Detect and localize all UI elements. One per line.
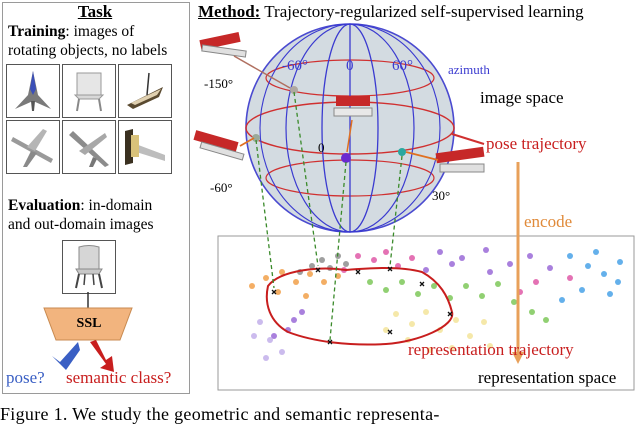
lounge-chair-center bbox=[333, 96, 373, 117]
chair-icon bbox=[75, 245, 103, 289]
chair-icon bbox=[73, 72, 105, 112]
lounge-chair-left bbox=[193, 130, 245, 161]
image-space-label: image space bbox=[480, 88, 564, 107]
method-diagram bbox=[193, 23, 635, 391]
pose-point-minus150 bbox=[290, 86, 298, 94]
pose-label-minus60: -60° bbox=[210, 180, 233, 195]
pose-label-30: 30° bbox=[432, 188, 451, 203]
training-description: Training: images of rotating objects, no… bbox=[8, 22, 167, 60]
method-title-bold: Method: bbox=[198, 2, 261, 21]
pose-point-30 bbox=[398, 148, 406, 156]
evaluation-description: Evaluation: in-domain and out-domain ima… bbox=[8, 196, 154, 234]
training-line2: rotating objects, no labels bbox=[8, 42, 168, 59]
pose-point-minus60 bbox=[252, 134, 260, 142]
ssl-encoder-block bbox=[43, 307, 133, 341]
thumb-eval-chair bbox=[62, 240, 116, 294]
representation-space-box bbox=[217, 235, 635, 391]
boat-icon bbox=[125, 129, 165, 165]
evaluation-label: Evaluation bbox=[8, 197, 81, 214]
semantic-question: semantic class? bbox=[66, 368, 172, 387]
representation-space-label: representation space bbox=[478, 368, 617, 387]
ssl-diagram bbox=[43, 292, 133, 372]
chair-to-point-arrow-2 bbox=[239, 137, 255, 147]
representation-trajectory-label: representation trajectory bbox=[408, 340, 574, 359]
jet-icon bbox=[15, 71, 51, 111]
thumb-jet bbox=[6, 64, 60, 118]
encode-arrow-head bbox=[512, 352, 524, 364]
chair-to-point-arrow-1 bbox=[233, 55, 291, 89]
trajectory-markers bbox=[271, 266, 453, 345]
pose-question: pose? bbox=[6, 368, 45, 387]
airplane-icon bbox=[69, 131, 109, 167]
thumb-boat-2 bbox=[118, 120, 172, 174]
training-label: Training bbox=[8, 23, 66, 40]
pose-trajectory-label: pose trajectory bbox=[486, 134, 587, 153]
pose-point-0 bbox=[341, 153, 351, 163]
semantic-arrow bbox=[90, 340, 114, 372]
meridian-label-minus60: -60° bbox=[282, 58, 308, 74]
meridian-label-0: 0 bbox=[346, 58, 354, 74]
boat-icon bbox=[127, 72, 163, 109]
training-line1: : images of bbox=[65, 23, 135, 40]
evaluation-line2: and out-domain images bbox=[8, 216, 154, 233]
task-panel bbox=[2, 2, 190, 394]
chair-to-point-arrow-3 bbox=[346, 119, 353, 153]
pose-trajectory-pointer bbox=[451, 133, 485, 145]
task-title: Task bbox=[77, 2, 113, 21]
pose-arrow bbox=[52, 342, 80, 370]
thumb-airplane-2 bbox=[62, 120, 116, 174]
thumb-airplane-1 bbox=[6, 120, 60, 174]
ssl-label: SSL bbox=[76, 316, 102, 331]
method-title: Method: Trajectory-regularized self-supe… bbox=[198, 2, 584, 22]
evaluation-line1: : in-domain bbox=[80, 197, 153, 214]
method-title-rest: Trajectory-regularized self-supervised l… bbox=[260, 2, 584, 21]
pose-label-minus150: -150° bbox=[204, 76, 234, 91]
pose-label-0: 0 bbox=[318, 140, 325, 155]
lounge-chair-top-left bbox=[199, 31, 247, 58]
azimuth-label: azimuth bbox=[448, 62, 490, 77]
chair-to-point-arrow-4 bbox=[405, 151, 439, 161]
encode-label: encode bbox=[524, 212, 573, 231]
meridian-label-60: 60° bbox=[392, 58, 413, 74]
airplane-icon bbox=[11, 129, 53, 167]
correspondence-lines bbox=[255, 91, 403, 341]
figure-caption: Figure 1. We study the geometric and sem… bbox=[0, 404, 440, 424]
lounge-chair-right bbox=[435, 146, 485, 173]
thumb-chair bbox=[62, 64, 116, 118]
thumb-boat bbox=[118, 64, 172, 118]
